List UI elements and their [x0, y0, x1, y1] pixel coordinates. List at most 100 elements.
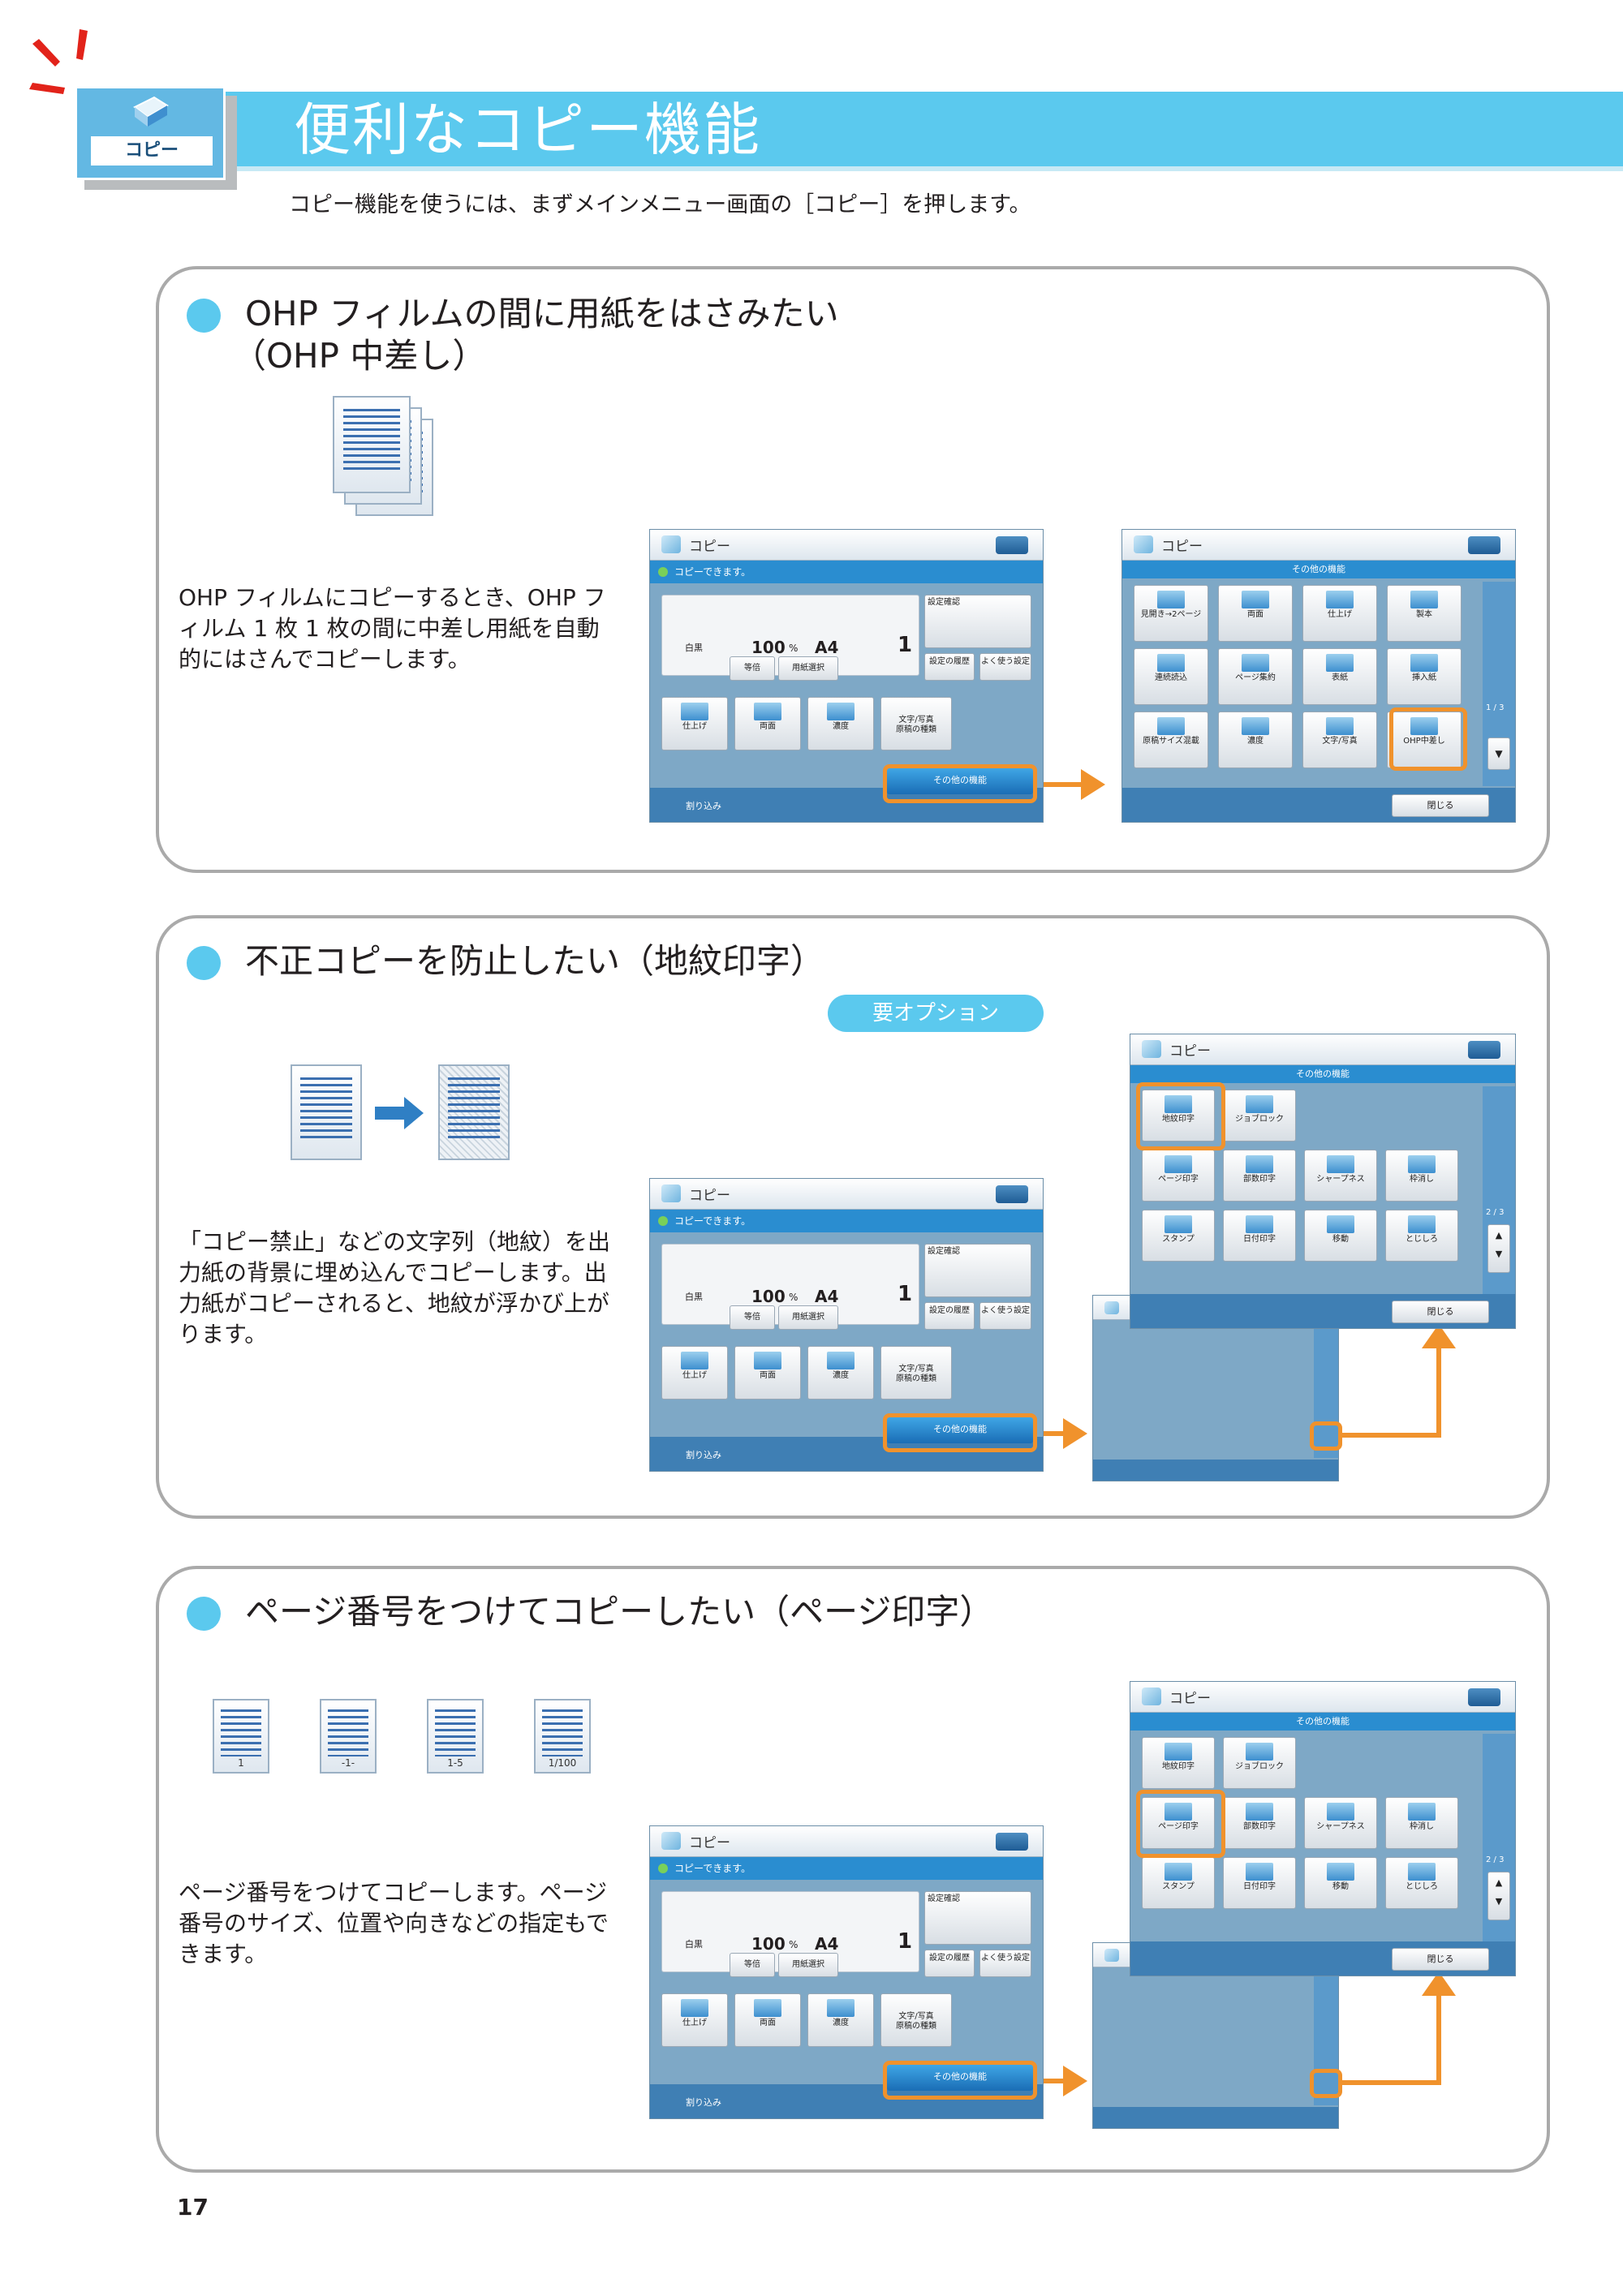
page-doc-illustration: -1-	[320, 1699, 377, 1774]
original-type-button[interactable]: 文字/写真原稿の種類	[880, 1346, 952, 1400]
home-icon	[1468, 1688, 1500, 1706]
duplex-button[interactable]: 両面	[734, 1346, 801, 1400]
mode-label: 白黒	[685, 1939, 703, 1950]
function-button[interactable]: 日付印字	[1223, 1210, 1296, 1262]
confirm-button[interactable]: 設定確認	[924, 595, 1031, 648]
tint-block-button[interactable]: 地紋印字	[1142, 1090, 1215, 1142]
function-button[interactable]: 地紋印字	[1142, 1737, 1215, 1789]
function-button[interactable]: 原稿サイズ混載	[1134, 712, 1208, 768]
page-indicator: 1 / 3	[1486, 703, 1505, 712]
arrow-head-icon	[1063, 1418, 1087, 1449]
paper-select-button[interactable]: 用紙選択	[778, 1953, 838, 1977]
confirm-button[interactable]: 設定確認	[924, 1891, 1031, 1945]
page-indicator: 2 / 3	[1486, 1208, 1505, 1217]
density-button[interactable]: 濃度	[807, 697, 874, 750]
highlight-frame	[1389, 707, 1467, 771]
function-button[interactable]: 製本	[1387, 585, 1462, 642]
screen-status: コピーできます。	[650, 1857, 1043, 1880]
screen-status: コピーできます。	[650, 1210, 1043, 1232]
confirm-button[interactable]: 設定確認	[924, 1244, 1031, 1297]
ratio-unit: %	[789, 1939, 799, 1950]
copy-logo-icon	[1104, 1301, 1119, 1314]
same-size-button[interactable]: 等倍	[730, 1953, 775, 1977]
duplex-button[interactable]: 両面	[734, 697, 801, 750]
mode-label: 白黒	[685, 1292, 703, 1302]
scroll-down-button[interactable]: ▼	[1487, 737, 1510, 770]
function-button[interactable]: 文字/写真	[1302, 712, 1377, 768]
function-button[interactable]: 枠消し	[1385, 1150, 1458, 1202]
function-button[interactable]: 枠消し	[1385, 1797, 1458, 1849]
other-functions-button[interactable]: その他の機能	[887, 1417, 1033, 1443]
function-button[interactable]: 部数印字	[1223, 1150, 1296, 1202]
function-button[interactable]: とじしろ	[1385, 1857, 1458, 1909]
function-button[interactable]: スタンプ	[1142, 1857, 1215, 1909]
finish-button[interactable]: 仕上げ	[661, 697, 728, 750]
paper-select-button[interactable]: 用紙選択	[778, 1305, 838, 1330]
duplex-button[interactable]: 両面	[734, 1993, 801, 2047]
screen-title: コピー	[689, 1188, 730, 1204]
ratio-value: 100	[751, 1287, 786, 1306]
other-functions-button[interactable]: その他の機能	[887, 768, 1033, 794]
ratio-unit: %	[789, 643, 799, 654]
copy-logo-icon	[1142, 1040, 1161, 1058]
function-button[interactable]: 見開き→2ページ	[1134, 585, 1208, 642]
history-button[interactable]: 設定の履歴	[924, 653, 975, 681]
function-button[interactable]: 連続読込	[1134, 648, 1208, 705]
screen-band: その他の機能	[1130, 1713, 1515, 1731]
close-button[interactable]: 閉じる	[1392, 794, 1489, 817]
same-size-button[interactable]: 等倍	[730, 1305, 775, 1330]
page-title: 便利なコピー機能	[294, 97, 761, 163]
arrow-line	[1044, 1431, 1066, 1436]
original-type-button[interactable]: 文字/写真原稿の種類	[880, 1993, 952, 2047]
close-button[interactable]: 閉じる	[1392, 1301, 1489, 1323]
function-button[interactable]: 部数印字	[1223, 1797, 1296, 1849]
same-size-button[interactable]: 等倍	[730, 656, 775, 681]
density-button[interactable]: 濃度	[807, 1993, 874, 2047]
section-bullet	[187, 1597, 221, 1631]
function-button[interactable]: 濃度	[1218, 712, 1293, 768]
section-title: ページ番号をつけてコピーしたい（ページ印字）	[245, 1592, 994, 1632]
arrow-line	[1342, 1433, 1440, 1438]
scroll-buttons[interactable]: ▲▼	[1487, 1872, 1510, 1920]
function-button[interactable]: スタンプ	[1142, 1210, 1215, 1262]
home-icon	[996, 1185, 1028, 1203]
screen-bottom-bar	[1093, 2107, 1338, 2128]
finish-button[interactable]: 仕上げ	[661, 1346, 728, 1400]
function-button[interactable]: シャープネス	[1304, 1797, 1377, 1849]
function-button[interactable]: 日付印字	[1223, 1857, 1296, 1909]
page-print-button[interactable]: ページ印字	[1142, 1797, 1215, 1849]
function-button[interactable]: ジョブロック	[1223, 1090, 1296, 1142]
function-button[interactable]: とじしろ	[1385, 1210, 1458, 1262]
paper-select-button[interactable]: 用紙選択	[778, 656, 838, 681]
function-button[interactable]: シャープネス	[1304, 1150, 1377, 1202]
favorite-button[interactable]: よく使う設定	[979, 653, 1031, 681]
copier-icon	[133, 96, 169, 127]
scroll-buttons[interactable]: ▲▼	[1487, 1224, 1510, 1273]
favorite-button[interactable]: よく使う設定	[979, 1950, 1031, 1977]
section-description: 「コピー禁止」などの文字列（地紋）を出力紙の背景に埋め込んでコピーします。出力紙…	[179, 1228, 611, 1348]
function-button[interactable]: 両面	[1218, 585, 1293, 642]
original-type-button[interactable]: 文字/写真原稿の種類	[880, 697, 952, 750]
function-button[interactable]: 挿入紙	[1387, 648, 1462, 705]
function-button[interactable]: 表紙	[1302, 648, 1377, 705]
other-functions-button[interactable]: その他の機能	[887, 2065, 1033, 2091]
favorite-button[interactable]: よく使う設定	[979, 1302, 1031, 1330]
home-icon	[1468, 1041, 1500, 1059]
function-button[interactable]: 仕上げ	[1302, 585, 1377, 642]
function-button[interactable]: ページ集約	[1218, 648, 1293, 705]
arrow-right-icon	[375, 1097, 424, 1129]
ohp-insert-button[interactable]: OHP中差し	[1387, 712, 1462, 768]
function-button[interactable]: ページ印字	[1142, 1150, 1215, 1202]
function-button[interactable]: ジョブロック	[1223, 1737, 1296, 1789]
history-button[interactable]: 設定の履歴	[924, 1302, 975, 1330]
density-button[interactable]: 濃度	[807, 1346, 874, 1400]
close-button[interactable]: 閉じる	[1392, 1948, 1489, 1971]
finish-button[interactable]: 仕上げ	[661, 1993, 728, 2047]
highlight-frame	[1136, 1082, 1225, 1150]
function-button[interactable]: 移動	[1304, 1857, 1377, 1909]
function-button[interactable]: 移動	[1304, 1210, 1377, 1262]
page-indicator: 2 / 3	[1486, 1855, 1505, 1864]
history-button[interactable]: 設定の履歴	[924, 1950, 975, 1977]
highlight-frame	[1310, 1421, 1342, 1451]
copy-screen: コピー コピーできます。 白黒 100 % A4 1 設定確認 等倍 用紙選択 …	[649, 1825, 1044, 2119]
